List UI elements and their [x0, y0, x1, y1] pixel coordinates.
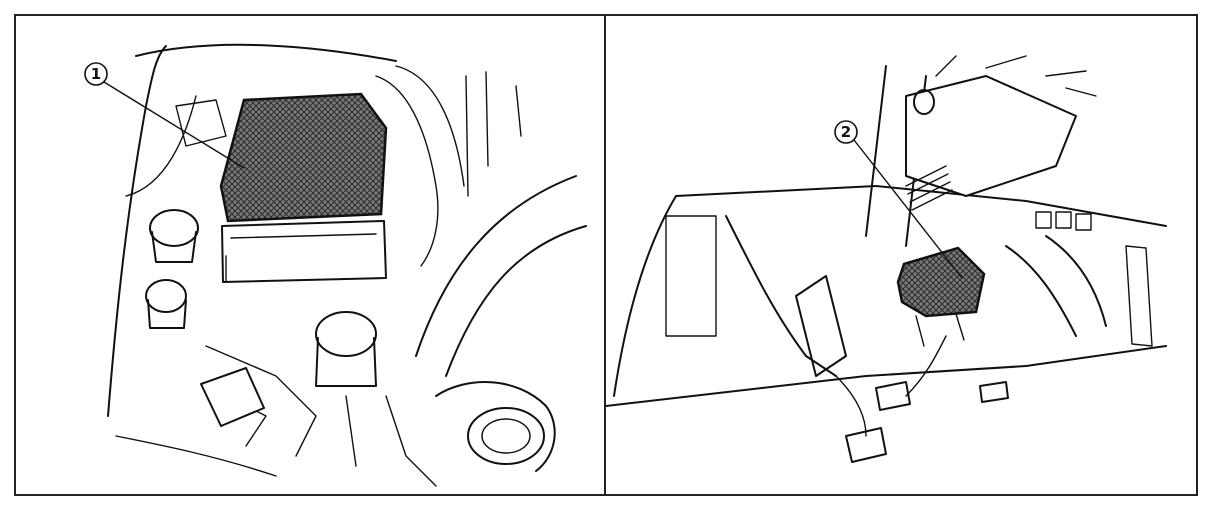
dash-left-edge: [613, 195, 677, 397]
piping-right: [465, 71, 522, 197]
module-mounting: [915, 313, 965, 347]
column-detail: [935, 55, 1097, 97]
connector-right: [979, 381, 1009, 403]
throttle-body: [435, 381, 556, 472]
dash-lower-edge: [606, 345, 1167, 407]
hose-upper: [375, 75, 439, 267]
engine-compartment-panel: 1: [16, 16, 604, 494]
clips-right: [1035, 211, 1092, 231]
center-cap-base: [315, 337, 377, 387]
component-1-shaded-block: [219, 92, 388, 223]
panel-divider: [604, 14, 606, 496]
throttle-opening: [467, 407, 545, 465]
harness-left: [725, 215, 837, 377]
callout-1-leader: [103, 81, 245, 169]
callout-1-circle: [84, 62, 108, 86]
air-duct-inner: [445, 225, 587, 377]
fender-edge: [107, 45, 167, 417]
under-dash-illustration: 2: [606, 55, 1167, 463]
steering-column: [905, 75, 1077, 197]
component-housing: [221, 220, 387, 283]
center-cap: [315, 311, 377, 357]
housing-detail: [225, 233, 377, 283]
lower-lines: [115, 395, 437, 487]
air-duct-outer: [415, 175, 577, 357]
harness-right: [1005, 235, 1107, 337]
spring-coil: [905, 165, 953, 211]
column-cap: [913, 89, 935, 115]
reservoir-neck-lower: [147, 299, 187, 329]
component-2-shaded-module: [896, 246, 986, 318]
connector-mid: [875, 381, 911, 411]
reservoir-cap-lower: [145, 279, 187, 313]
connector-block: [200, 367, 265, 427]
harness-bracket-left: [665, 215, 717, 337]
callout-2-circle: [834, 120, 858, 144]
bracket-right: [1125, 245, 1153, 347]
hood-line: [135, 43, 397, 62]
dash-upper-edge: [675, 185, 1167, 227]
throttle-opening-inner: [481, 418, 531, 454]
wire-run: [835, 335, 947, 437]
harness-strap: [795, 275, 847, 377]
connector-lower: [845, 427, 887, 463]
under-dash-panel: 2: [606, 16, 1196, 494]
callout-2-label: 2: [841, 123, 851, 141]
engine-compartment-illustration: 1: [84, 43, 587, 487]
inner-fender: [125, 95, 197, 197]
bracket-left: [175, 99, 227, 147]
callout-1-label: 1: [91, 65, 101, 83]
hose-upper-2: [395, 65, 465, 187]
callout-2-leader: [853, 139, 963, 279]
reservoir-cap-upper: [149, 209, 199, 247]
reservoir-neck-upper: [151, 231, 197, 263]
